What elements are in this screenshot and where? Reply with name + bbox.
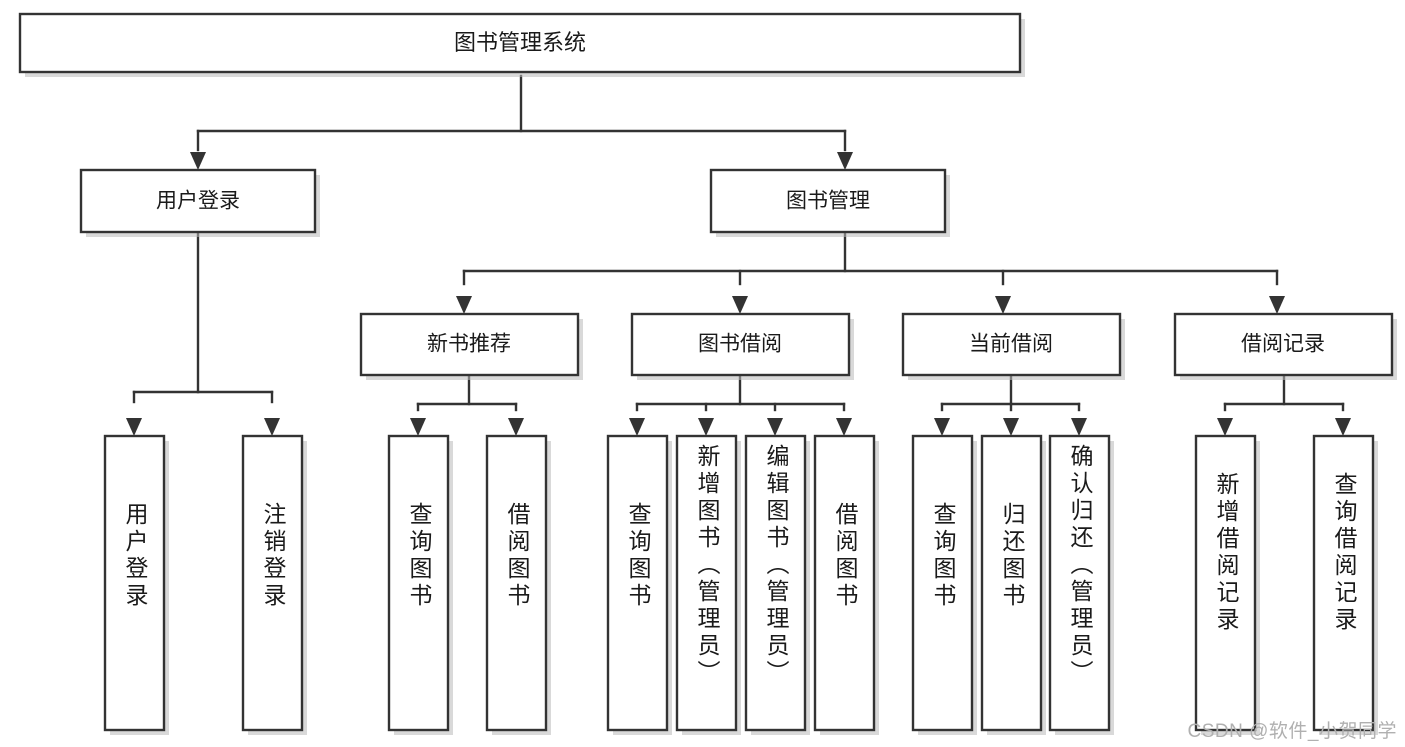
arrow-icon-leaf-logout	[264, 418, 280, 436]
leaf-node-cb-query-book[interactable]	[911, 434, 974, 732]
arrow-icon-leaf-user-login	[126, 418, 142, 436]
arrow-icon-current-borrow	[995, 296, 1011, 314]
arrow-icon-bb-leaf-1	[629, 418, 645, 436]
leaf-node-bb-add-book[interactable]	[675, 434, 738, 732]
leaf-node-br-query-record[interactable]	[1312, 434, 1375, 732]
arrow-icon-cb-leaf-1	[934, 418, 950, 436]
leaf-node-bb-query-book[interactable]	[606, 434, 669, 732]
arrow-icon-book-mgmt	[837, 152, 853, 170]
arrow-icon-cb-leaf-2	[1003, 418, 1019, 436]
node-borrow-record[interactable]	[1173, 312, 1394, 377]
leaf-node-br-add-record[interactable]	[1194, 434, 1257, 732]
arrow-icon-book-borrow	[732, 296, 748, 314]
node-new-book-label: 新书推荐	[427, 333, 511, 356]
node-borrow-record-label: 借阅记录	[1241, 333, 1325, 356]
node-current-borrow-label: 当前借阅	[969, 333, 1053, 356]
arrow-icon-user-login	[190, 152, 206, 170]
leaf-node-cb-return-book[interactable]	[980, 434, 1043, 732]
node-book-borrow[interactable]	[630, 312, 851, 377]
node-user-login-label: 用户登录	[156, 190, 240, 213]
arrow-icon-nb-leaf-2	[508, 418, 524, 436]
arrow-icon-bb-leaf-3	[767, 418, 783, 436]
node-new-book-recommend[interactable]	[359, 312, 580, 377]
arrow-icon-bb-leaf-2	[698, 418, 714, 436]
watermark-text: CSDN @软件_小贺同学	[1187, 721, 1397, 742]
node-book-borrow-label: 图书借阅	[698, 333, 782, 356]
arrow-icon-new-book	[456, 296, 472, 314]
arrow-icon-nb-leaf-1	[410, 418, 426, 436]
arrow-icon-br-leaf-1	[1217, 418, 1233, 436]
leaf-node-bb-edit-book[interactable]	[744, 434, 807, 732]
leaf-node-cb-confirm-return[interactable]	[1048, 434, 1111, 732]
leaf-node-nb-query-book[interactable]	[387, 434, 450, 732]
arrow-icon-borrow-record	[1269, 296, 1285, 314]
node-root[interactable]	[18, 12, 1022, 74]
leaf-node-user-login[interactable]	[103, 434, 166, 732]
node-user-login[interactable]	[79, 168, 317, 234]
node-root-label: 图书管理系统	[454, 30, 586, 55]
arrow-icon-bb-leaf-4	[836, 418, 852, 436]
arrow-icon-cb-leaf-3	[1071, 418, 1087, 436]
leaf-node-nb-borrow-book[interactable]	[485, 434, 548, 732]
connector-layer	[126, 74, 1351, 436]
leaf-node-bb-borrow-book[interactable]	[813, 434, 876, 732]
arrow-icon-br-leaf-2	[1335, 418, 1351, 436]
node-layer: 图书管理系统 用户登录 图书管理 新书推荐 图书借阅 当前借阅 借阅记录	[18, 12, 1397, 735]
leaf-node-logout[interactable]	[241, 434, 304, 732]
node-book-mgmt-label: 图书管理	[786, 190, 870, 213]
node-current-borrow[interactable]	[901, 312, 1122, 377]
node-book-management[interactable]	[709, 168, 947, 234]
